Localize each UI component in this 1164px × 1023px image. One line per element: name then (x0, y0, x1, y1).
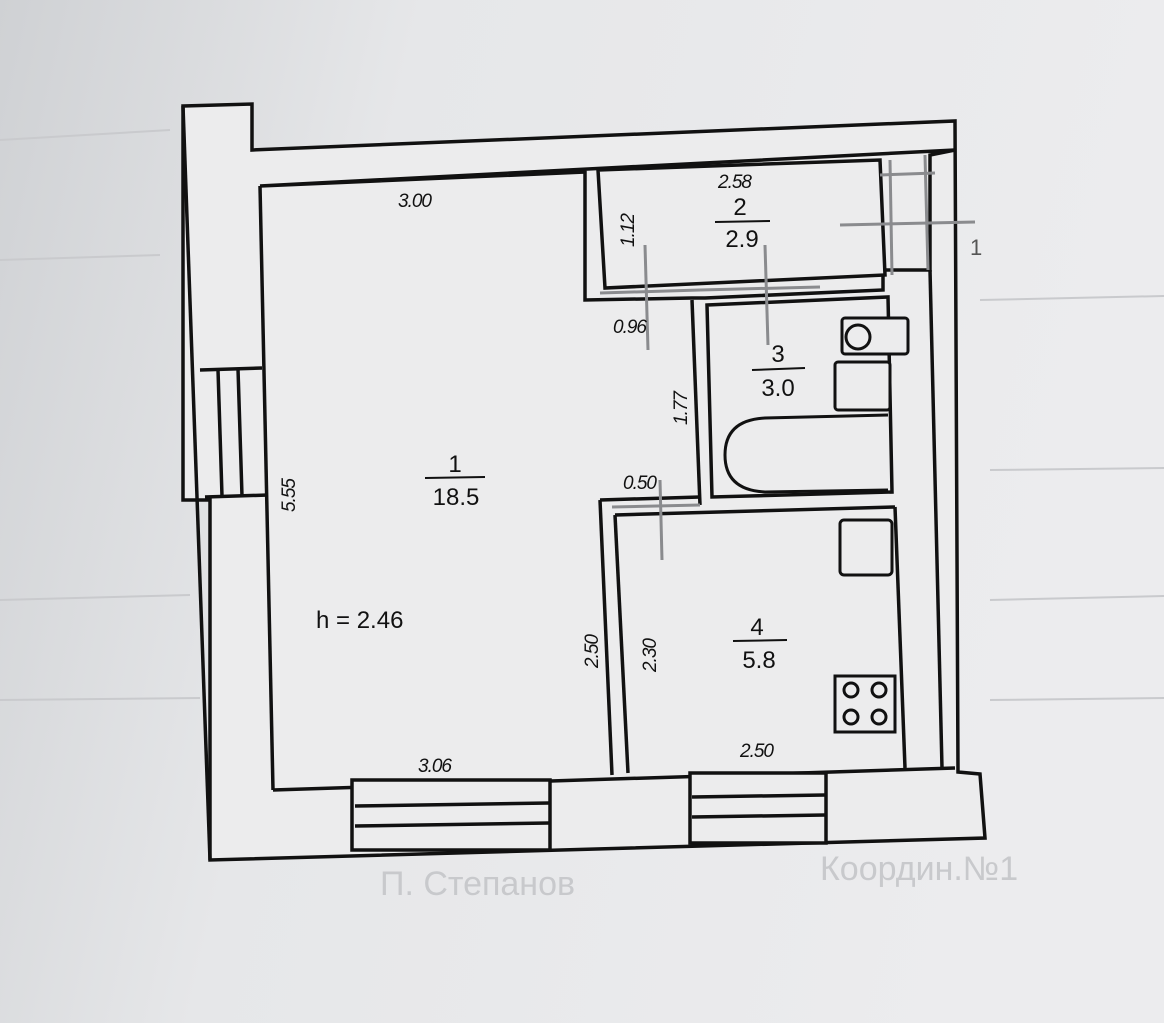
room3-area: 3.0 (761, 375, 794, 402)
kitchen-east-wall (893, 506, 907, 769)
stove-burner (842, 681, 860, 699)
dim-room1-left: 5.55 (279, 478, 300, 512)
room3-number: 3 (771, 341, 784, 368)
door-hatches (599, 154, 976, 561)
room1-number: 1 (448, 451, 461, 478)
south-window-right-pane (691, 793, 826, 799)
dim-kitchen-bottom: 2.50 (739, 741, 774, 762)
stove-burner (842, 708, 860, 726)
room4-number: 4 (750, 614, 763, 641)
bath-sink (833, 360, 892, 412)
east-wall-inner (928, 269, 944, 769)
dim-corridor-length: 1.77 (671, 390, 692, 425)
dim-kitchen-left: 2.30 (640, 638, 661, 673)
kitchen-sink (838, 518, 894, 577)
kitchen-north-wall (599, 495, 701, 502)
dim-room1-top: 3.00 (398, 191, 432, 212)
stove (833, 674, 897, 734)
room2-outline (596, 158, 887, 290)
fixtures (723, 316, 910, 734)
room1-west-wall (258, 185, 275, 791)
south-window-right-pane (691, 813, 826, 819)
dim-room2-left: 1.12 (618, 213, 639, 247)
stove-burner (870, 681, 888, 699)
west-window-pane (236, 368, 244, 497)
south-window-left (350, 778, 552, 852)
west-window-top (199, 366, 263, 372)
toilet-bowl (844, 323, 872, 351)
dim-room2-top: 2.58 (717, 172, 752, 193)
stove-burner (870, 708, 888, 726)
inner-wall-top (259, 148, 956, 302)
dim-room1-bottom: 3.06 (418, 756, 452, 777)
south-window-right (688, 771, 828, 845)
corridor-east-wall (690, 299, 702, 506)
west-outer-wall (181, 105, 212, 861)
room1-area: 18.5 (433, 484, 480, 511)
west-window-bottom (204, 493, 269, 499)
ceiling-height: h = 2.46 (316, 607, 403, 634)
south-window-left-pane (354, 821, 550, 828)
west-window-pane (216, 369, 224, 497)
room2-number: 2 (733, 194, 746, 221)
bathtub (723, 413, 889, 494)
dim-kitchen-door: 0.50 (623, 473, 657, 494)
room2-area: 2.9 (725, 226, 758, 253)
kitchen-west-wall-inner (613, 514, 630, 774)
background-lines (0, 129, 1164, 701)
dim-corridor-width: 0.96 (613, 317, 647, 338)
background-text-left: П. Степанов (380, 865, 575, 903)
dim-wall-length: 2.50 (582, 634, 603, 669)
exterior-marker: 1 (970, 235, 982, 260)
background-text-right: Координ.№1 (820, 850, 1018, 888)
kitchen-west-wall-outer (598, 499, 614, 776)
room4-area: 5.8 (742, 647, 775, 674)
south-window-left-pane (354, 801, 550, 808)
